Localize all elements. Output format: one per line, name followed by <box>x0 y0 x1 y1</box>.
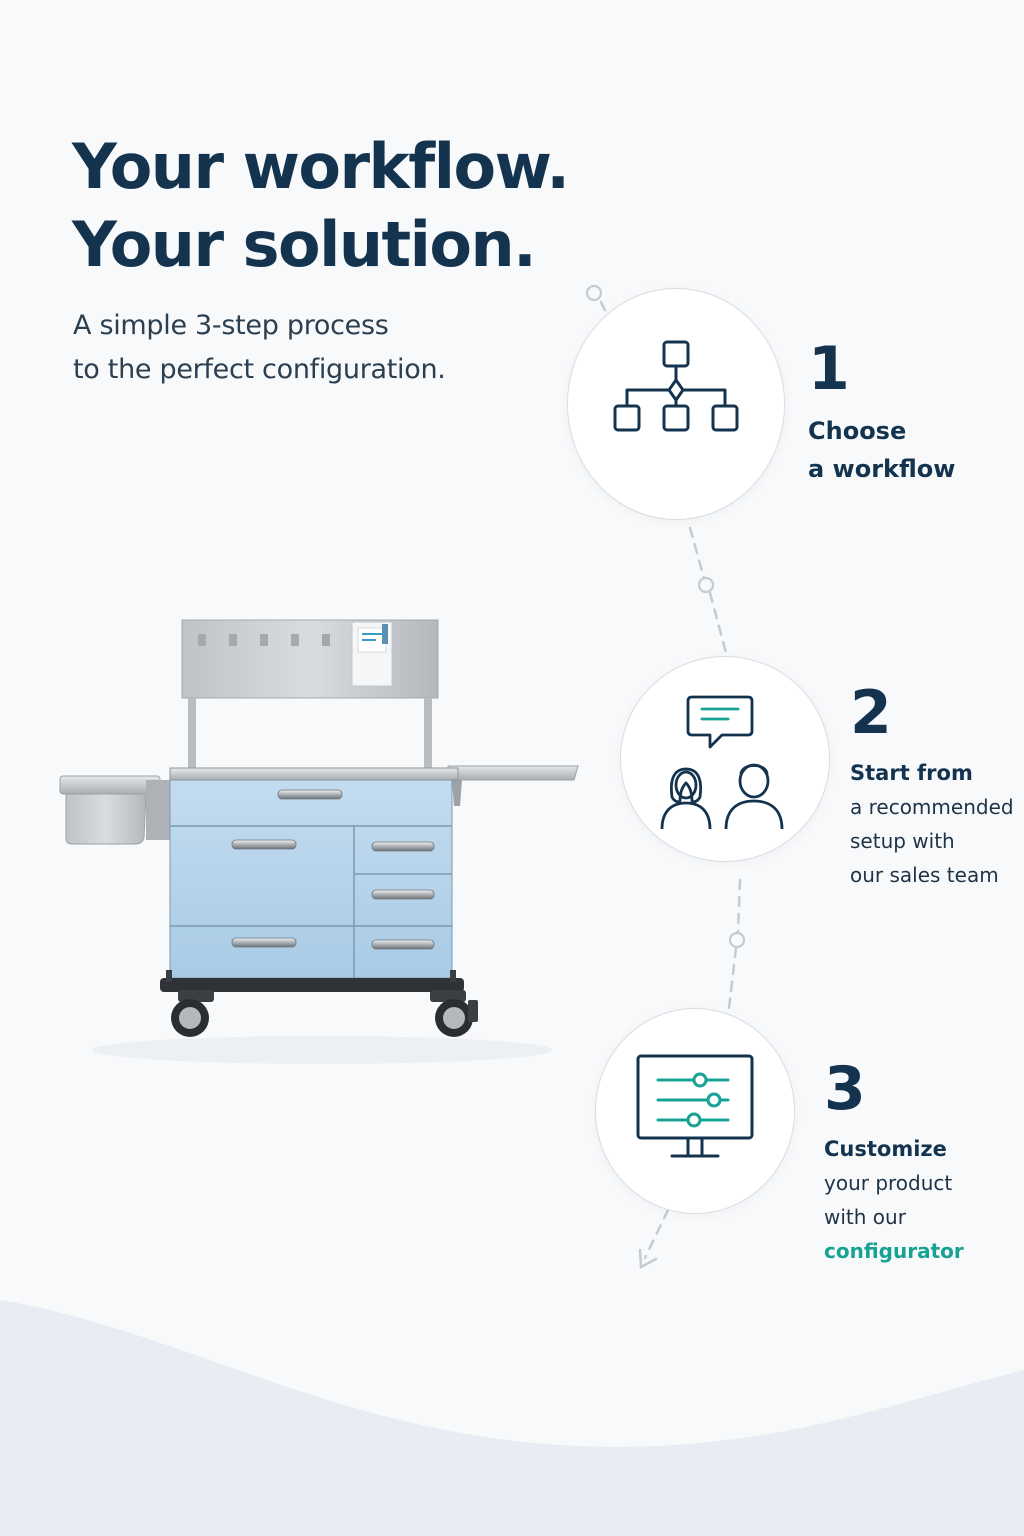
workflow-hierarchy-icon <box>613 340 739 432</box>
configurator-link[interactable]: configurator <box>824 1239 964 1263</box>
configurator-monitor-icon <box>636 1054 754 1158</box>
step-1-icon-circle <box>567 288 785 520</box>
page-title: Your workflow. Your solution. <box>72 128 570 284</box>
step-2-desc-line-1: a recommended <box>850 795 1014 819</box>
step-3-number: 3 <box>824 1054 866 1124</box>
title-line-1: Your workflow. <box>72 130 570 203</box>
background-wave <box>0 1300 1024 1536</box>
sales-team-chat-icon <box>660 695 784 829</box>
step-2-title: Start from <box>850 761 973 785</box>
title-line-2: Your solution. <box>72 208 537 281</box>
subtitle-line-2: to the perfect configuration. <box>73 354 446 385</box>
step-1-title: Choose a workflow <box>808 412 955 488</box>
medical-cart-illustration <box>59 619 579 1064</box>
step-3-description: your product with our configurator <box>824 1166 964 1268</box>
step-1-number: 1 <box>808 334 850 404</box>
step-2-desc-line-3: our sales team <box>850 863 999 887</box>
step-2-description: a recommended setup with our sales team <box>850 790 1014 892</box>
step-1-title-line-1: Choose <box>808 417 907 445</box>
step-3-desc-line-1: your product <box>824 1171 953 1195</box>
step-3-desc-line-2: with our <box>824 1205 906 1229</box>
step-2-number: 2 <box>850 678 892 748</box>
step-2-desc-line-2: setup with <box>850 829 955 853</box>
page-subtitle: A simple 3-step process to the perfect c… <box>73 304 446 392</box>
step-3-icon-circle <box>595 1008 795 1214</box>
step-3-text: 3 Customize your product with our config… <box>824 1056 964 1268</box>
step-3-title: Customize <box>824 1137 947 1161</box>
step-1-text: 1 Choose a workflow <box>808 336 955 488</box>
step-2-icon-circle <box>620 656 830 862</box>
step-1-title-line-2: a workflow <box>808 455 956 483</box>
subtitle-line-1: A simple 3-step process <box>73 310 389 341</box>
step-2-text: 2 Start from a recommended setup with ou… <box>850 680 1014 892</box>
